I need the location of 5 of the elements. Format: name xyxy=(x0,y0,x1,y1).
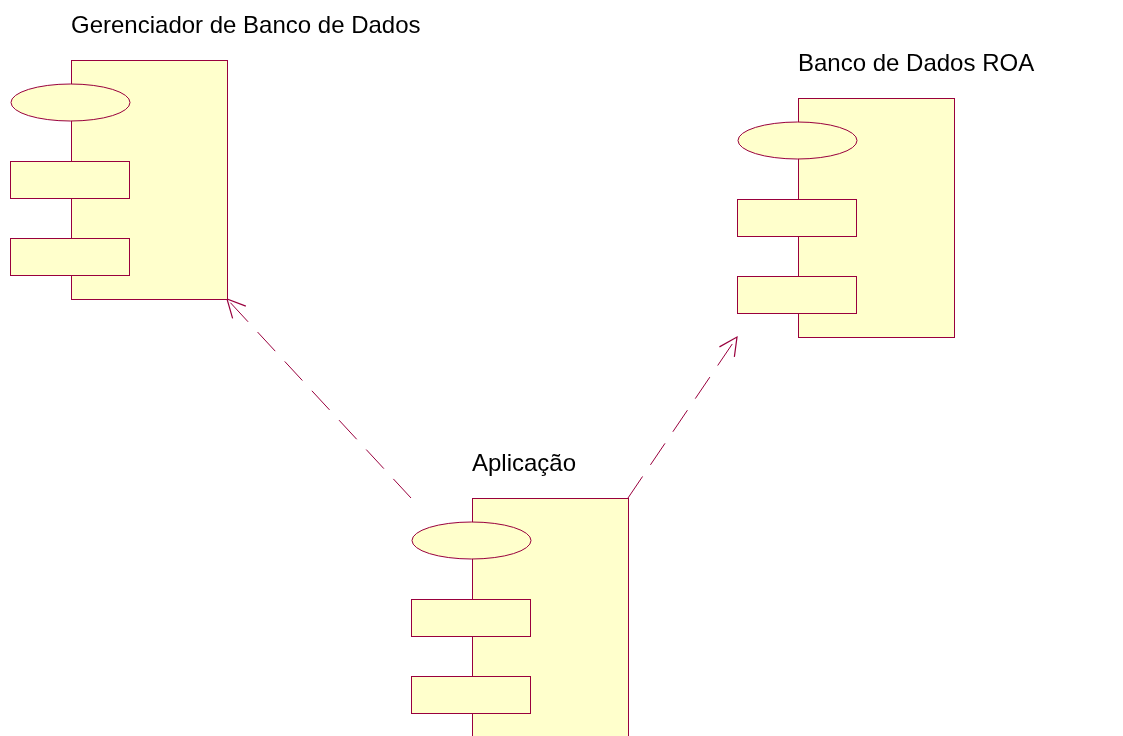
dependency-arrow xyxy=(226,298,412,499)
dependency-arrow xyxy=(627,336,738,499)
component-title: Aplicação xyxy=(472,448,577,478)
component-title: Banco de Dados ROA xyxy=(798,48,1035,78)
component-title: Gerenciador de Banco de Dados xyxy=(71,10,421,40)
